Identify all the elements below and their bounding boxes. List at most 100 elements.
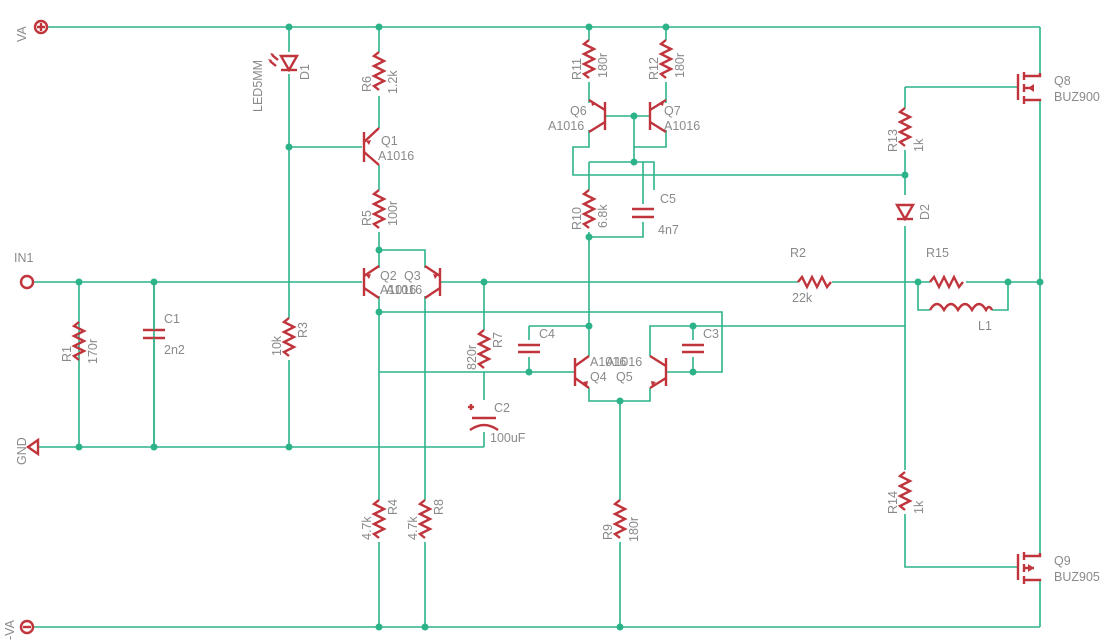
svg-text:Q4: Q4 [590,370,607,384]
svg-text:R9: R9 [601,524,615,540]
svg-text:C4: C4 [539,327,555,341]
svg-text:A1016: A1016 [386,283,422,297]
svg-text:C5: C5 [660,192,676,206]
svg-text:6.8k: 6.8k [596,204,610,228]
svg-text:D2: D2 [918,204,932,220]
svg-text:180r: 180r [673,53,687,78]
svg-text:820r: 820r [465,345,479,370]
transistor-q4: A1016 Q4 [573,355,626,389]
svg-text:A1016: A1016 [380,283,416,297]
transistor-q7: Q7 A1016 [648,98,700,134]
svg-text:BUZ900: BUZ900 [1054,90,1100,104]
svg-text:1k: 1k [912,500,926,514]
resistor-r5: R5 100r [360,189,400,229]
capacitor-c2: C2 100uF [468,401,526,445]
resistor-r10: R10 6.8k [570,189,610,230]
svg-text:A1016: A1016 [590,355,626,369]
mosfet-q8: Q8 BUZ900 [1016,72,1100,104]
svg-text:LED5MM: LED5MM [251,60,265,112]
svg-text:170r: 170r [86,339,100,364]
resistor-r3: 10k R3 [270,317,310,357]
capacitor-c4: C4 [518,327,555,354]
svg-text:C2: C2 [494,401,510,415]
svg-text:A1016: A1016 [606,355,642,369]
svg-text:A1016: A1016 [548,119,584,133]
svg-text:R3: R3 [296,322,310,338]
svg-text:100r: 100r [386,201,400,226]
resistor-r1: R1 170r [60,321,100,364]
svg-text:R7: R7 [491,332,505,348]
svg-text:Q2: Q2 [380,269,397,283]
resistor-r2: R2 22k [790,246,832,305]
svg-text:4.7k: 4.7k [406,516,420,540]
svg-text:R11: R11 [570,58,584,80]
svg-text:C1: C1 [164,312,180,326]
svg-text:100uF: 100uF [490,431,526,445]
svg-text:Q8: Q8 [1054,74,1071,88]
minus-va-port: -VA [3,619,35,640]
svg-text:D1: D1 [298,64,312,80]
input-port: IN1 [14,251,35,290]
capacitor-c1: C1 2n2 [143,282,185,447]
resistor-r11: R11 180r [570,39,610,80]
svg-text:R1: R1 [60,346,74,362]
svg-text:180r: 180r [627,517,641,542]
resistor-r4: 4.7k R4 [360,499,400,540]
svg-text:IN1: IN1 [14,251,34,265]
transistor-q3: Q3 A1016 [386,265,442,299]
led-d1: D1 LED5MM [251,53,312,112]
svg-text:R6: R6 [360,76,374,92]
svg-text:R2: R2 [790,246,806,260]
svg-text:R15: R15 [926,246,949,260]
svg-text:180r: 180r [596,53,610,78]
svg-text:22k: 22k [792,291,813,305]
svg-text:2n2: 2n2 [164,343,185,357]
svg-text:Q9: Q9 [1054,554,1071,568]
svg-text:4n7: 4n7 [658,223,679,237]
diode-d2: D2 [894,203,932,222]
svg-text:-VA: -VA [3,619,17,640]
resistor-r6: R6 1.2k [360,51,400,94]
transistor-q5: A1016 Q5 [606,354,668,390]
wires [33,26,1041,628]
svg-text:GND: GND [15,437,29,465]
svg-text:Q1: Q1 [381,134,398,148]
resistor-r8: 4.7k R8 [406,499,446,540]
svg-text:R14: R14 [886,491,900,514]
svg-text:C3: C3 [703,327,719,341]
svg-text:VA: VA [15,26,29,42]
resistor-r7: 820r R7 [465,329,505,370]
svg-text:R4: R4 [386,499,400,515]
resistor-r15: R15 [926,246,964,290]
resistor-r9: R9 180r [601,499,641,542]
inductor-l1: L1 [928,302,994,333]
svg-text:1k: 1k [912,138,926,152]
svg-text:A1016: A1016 [664,119,700,133]
mosfet-q9: Q9 BUZ905 [1016,552,1100,584]
svg-text:R5: R5 [360,210,374,226]
junctions [75,23,1044,631]
svg-text:R8: R8 [432,499,446,515]
capacitor-c5: C5 4n7 [632,192,679,237]
svg-text:Q3: Q3 [404,269,421,283]
svg-text:Q7: Q7 [664,104,681,118]
svg-text:Q5: Q5 [616,370,633,384]
svg-text:4.7k: 4.7k [360,516,374,540]
svg-text:R12: R12 [647,57,661,80]
svg-text:R13: R13 [886,129,900,152]
transistor-q6: Q6 A1016 [548,98,607,134]
resistor-r13: R13 1k [886,107,926,152]
svg-text:A1016: A1016 [378,149,414,163]
resistor-r14: R14 1k [886,471,926,514]
svg-text:R10: R10 [570,207,584,230]
svg-text:10k: 10k [270,335,284,356]
transistor-q1: Q1 A1016 [362,127,414,166]
svg-text:1.2k: 1.2k [386,70,400,94]
va-port: VA [15,19,49,42]
svg-text:Q6: Q6 [570,104,587,118]
gnd-port: GND [15,437,40,465]
transistor-q2: Q2 A1016 [362,265,416,299]
capacitor-c3: C3 [682,327,719,354]
svg-text:L1: L1 [978,319,992,333]
